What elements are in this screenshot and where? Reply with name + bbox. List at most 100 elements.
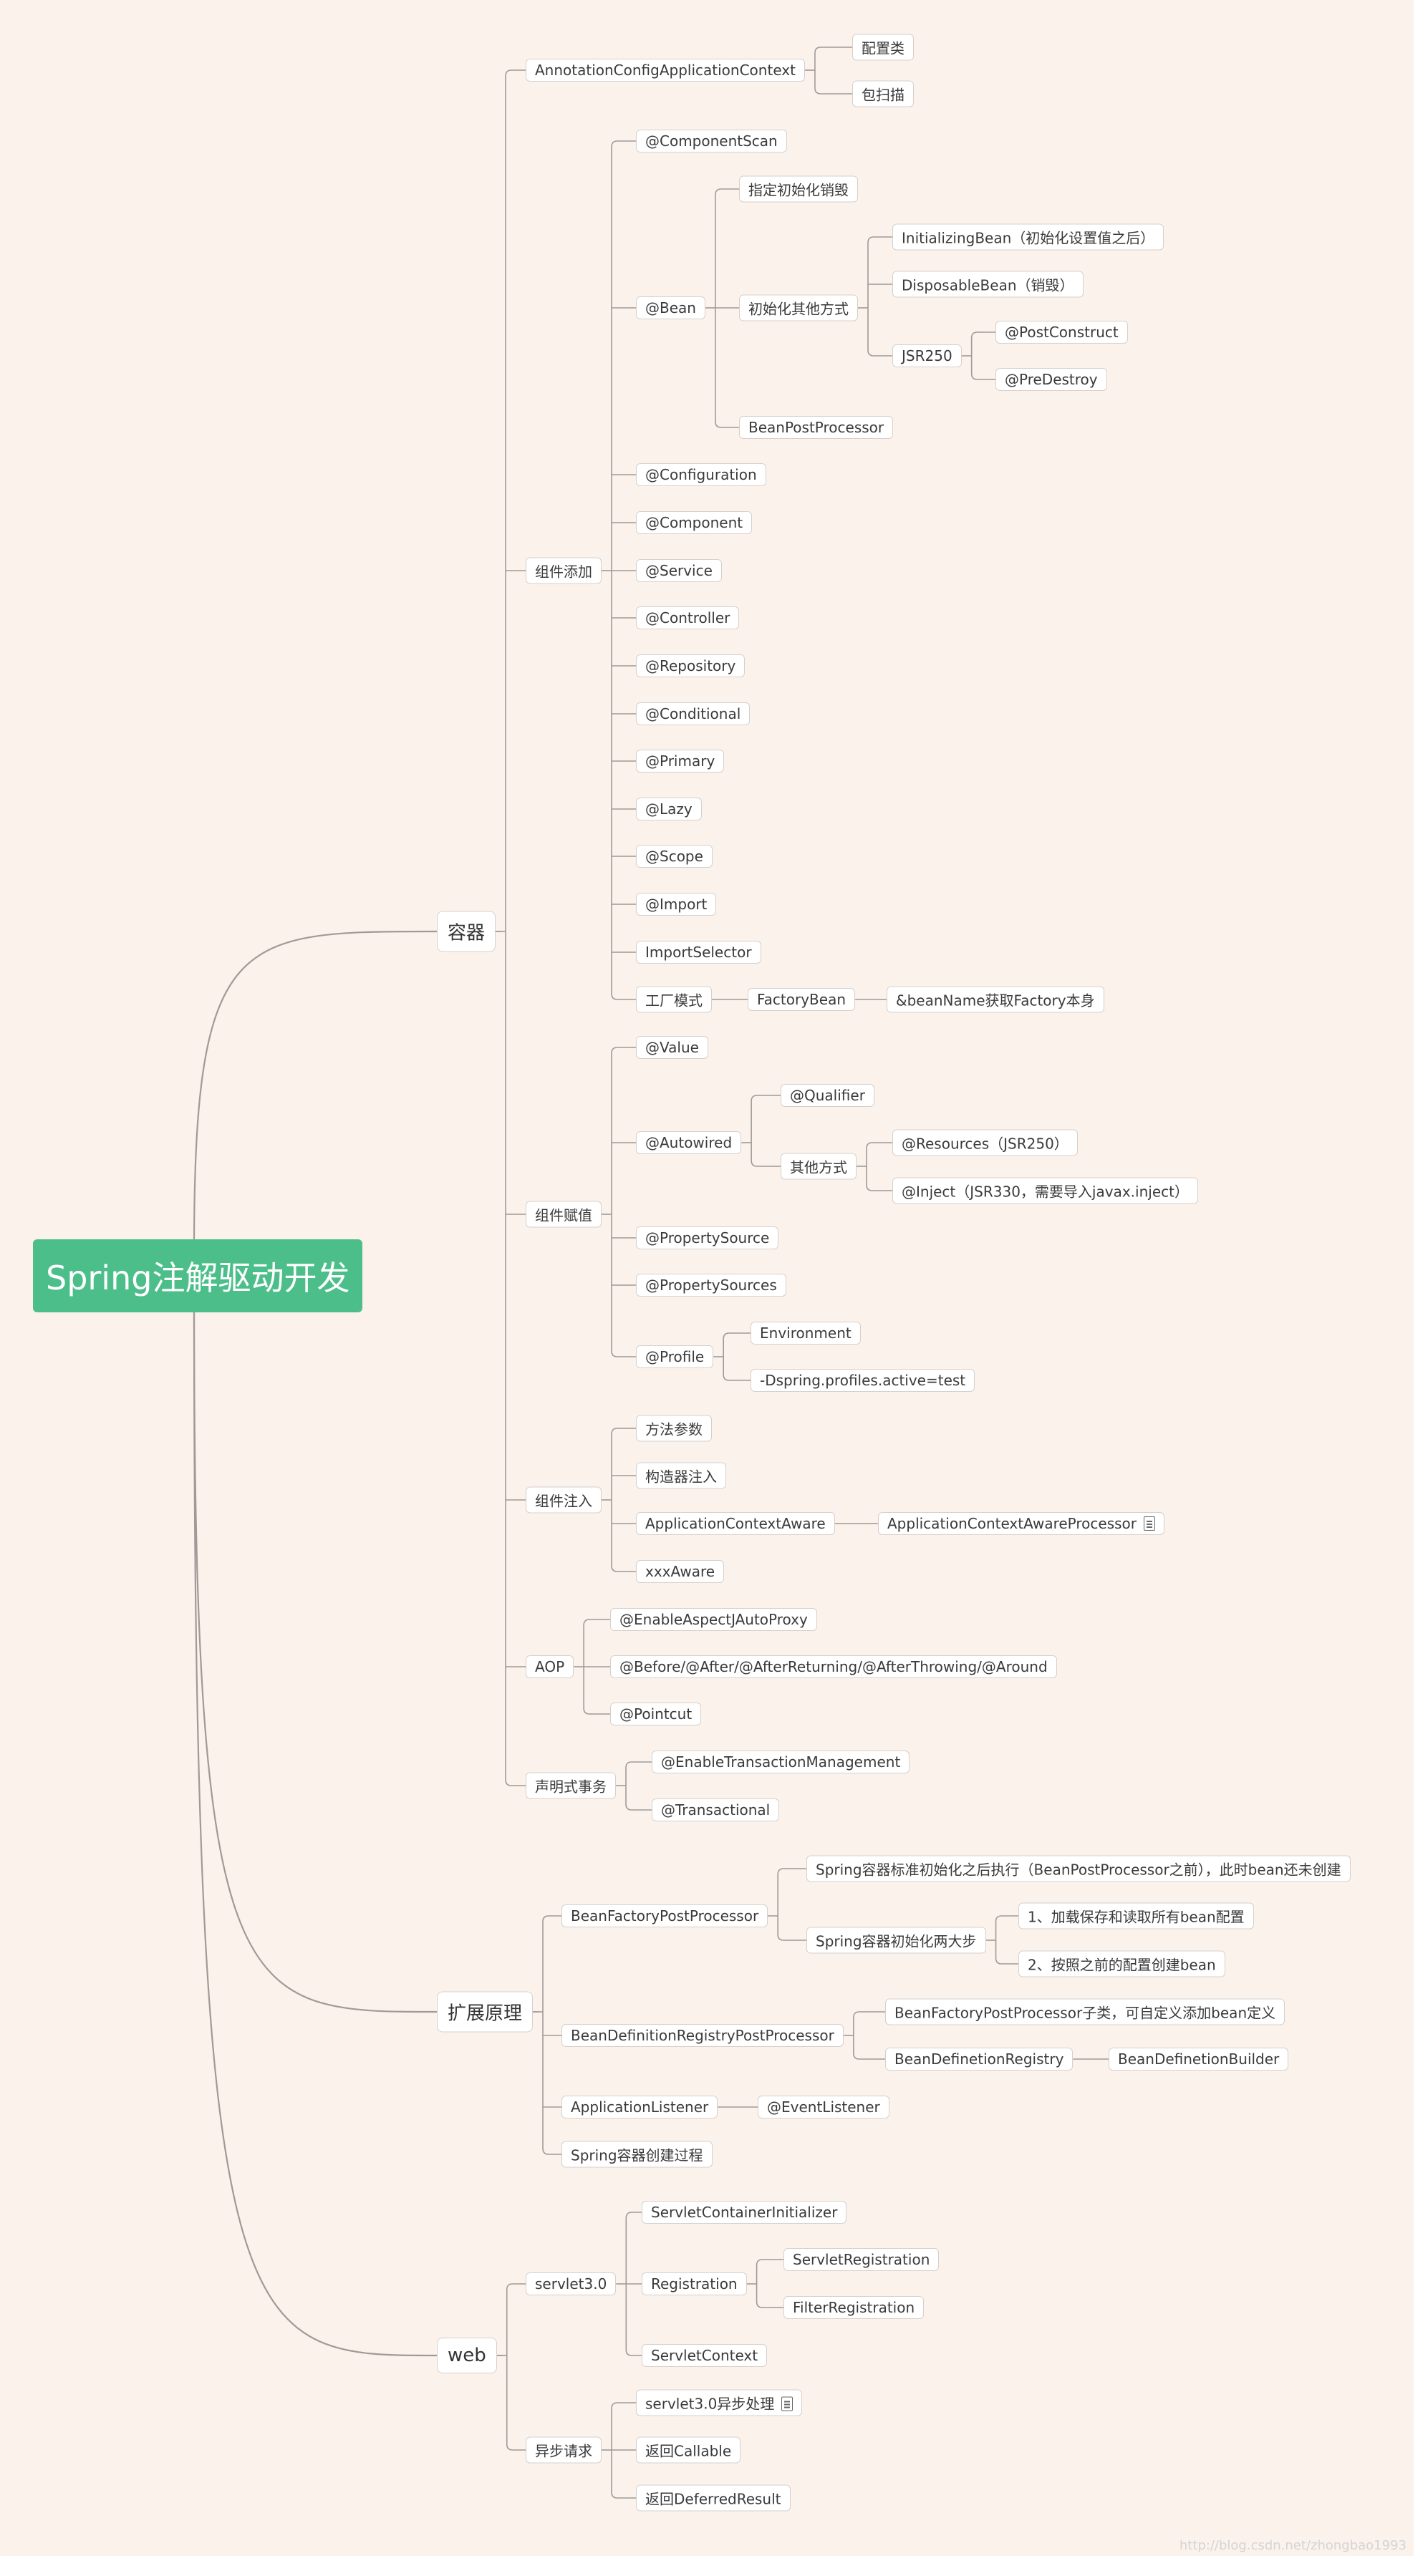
connector-line — [867, 349, 892, 357]
mindmap-node-0-2-2-propertysource[interactable]: @PropertySource — [636, 1226, 779, 1249]
node-label: BeanDefinetionRegistry — [894, 2050, 1064, 2068]
connector-line — [611, 993, 636, 1000]
mindmap-node-0-1-1-1-1-disposablebean[interactable]: DisposableBean（销毁） — [892, 271, 1084, 298]
mindmap-node-0-4-0-enableaspectjautoproxy[interactable]: @EnableAspectJAutoProxy — [610, 1608, 817, 1631]
mindmap-node-0-1-5-controller[interactable]: @Controller — [636, 606, 740, 629]
connector-line — [970, 331, 995, 339]
mindmap-node-0-1-11-import[interactable]: @Import — [636, 893, 717, 916]
mindmap-node-1-0-0-spring-beanpostprocessor-bean[interactable]: Spring容器标准初始化之后执行（BeanPostProcessor之前），此… — [806, 1855, 1351, 1882]
mindmap-node-0-1-13-0-factorybean[interactable]: FactoryBean — [748, 988, 856, 1011]
mindmap-node-0-0-1-cn[interactable]: 包扫描 — [852, 80, 914, 107]
node-label: BeanFactoryPostProcessor — [571, 1907, 759, 1924]
node-label: servlet3.0 — [535, 2275, 607, 2292]
mindmap-node-0-3-3-xxxaware[interactable]: xxxAware — [636, 1560, 725, 1583]
node-label: 指定初始化销毁 — [748, 181, 849, 199]
mindmap-node-0-1-7-conditional[interactable]: @Conditional — [636, 702, 751, 725]
mindmap-node-0-1-13-0-0-beanname-factory[interactable]: &beanName获取Factory本身 — [887, 986, 1104, 1013]
mindmap-node-0-1-10-scope[interactable]: @Scope — [636, 845, 713, 868]
mindmap-node-0-1-4-service[interactable]: @Service — [636, 559, 722, 582]
note-icon[interactable] — [781, 2396, 793, 2411]
mindmap-node-0-2-3-propertysources[interactable]: @PropertySources — [636, 1274, 786, 1297]
mindmap-node-2-1-2-deferredresult[interactable]: 返回DeferredResult — [636, 2484, 791, 2512]
node-label: @Pointcut — [619, 1705, 693, 1723]
node-label: @Profile — [645, 1348, 705, 1365]
mindmap-node-2-0-1-0-servletregistration[interactable]: ServletRegistration — [783, 2248, 940, 2271]
connector-line — [814, 87, 852, 95]
root-node[interactable]: Spring注解驱动开发 — [33, 1239, 363, 1312]
mindmap-node-0-2-1-1-1-inject-jsr330-javax-inject[interactable]: @Inject（JSR330，需要导入javax.inject） — [892, 1177, 1198, 1204]
mindmap-node-0-1-2-configuration[interactable]: @Configuration — [636, 463, 766, 486]
mindmap-node-2-0-0-servletcontainerinitializer[interactable]: ServletContainerInitializer — [642, 2201, 847, 2224]
mindmap-node-0-3-0-cn[interactable]: 方法参数 — [636, 1415, 712, 1442]
mindmap-node-0-5-cn[interactable]: 声明式事务 — [526, 1772, 616, 1799]
mindmap-node-0-1-8-primary[interactable]: @Primary — [636, 750, 725, 773]
mindmap-node-0-1-1-1-cn[interactable]: 初始化其他方式 — [739, 294, 858, 321]
mindmap-node-0-0-0-cn[interactable]: 配置类 — [852, 34, 914, 61]
mindmap-node-1-0-beanfactorypostprocessor[interactable]: BeanFactoryPostProcessor — [561, 1904, 768, 1927]
mindmap-node-0-5-0-enabletransactionmanagement[interactable]: @EnableTransactionManagement — [652, 1751, 910, 1773]
mindmap-node-0-3-2-0-applicationcontextawareprocessor[interactable]: ApplicationContextAwareProcessor — [878, 1512, 1164, 1535]
mindmap-node-2-web[interactable]: web — [437, 2338, 497, 2373]
mindmap-node-0-1-1-1-0-initializingbean[interactable]: InitializingBean（初始化设置值之后） — [892, 223, 1164, 251]
connector-line — [625, 1761, 652, 1768]
mindmap-node-1-0-1-0-1-bean[interactable]: 1、加载保存和读取所有bean配置 — [1018, 1902, 1254, 1929]
mindmap-node-0-1-6-repository[interactable]: @Repository — [636, 654, 746, 677]
mindmap-node-1-2-0-eventlistener[interactable]: @EventListener — [758, 2096, 889, 2119]
mindmap-node-0-1-9-lazy[interactable]: @Lazy — [636, 798, 702, 820]
node-label: BeanPostProcessor — [748, 419, 884, 436]
node-label: 方法参数 — [645, 1420, 703, 1438]
mindmap-node-1-1-beandefinitionregistrypostprocessor[interactable]: BeanDefinitionRegistryPostProcessor — [561, 2024, 844, 2047]
mindmap-node-0-4-aop[interactable]: AOP — [526, 1655, 574, 1678]
mindmap-node-0-1-1-1-2-jsr250[interactable]: JSR250 — [892, 344, 962, 367]
mindmap-node-0-2-4-profile[interactable]: @Profile — [636, 1345, 714, 1368]
mindmap-node-0-3-1-cn[interactable]: 构造器注入 — [636, 1462, 726, 1489]
mindmap-node-0-cn[interactable]: 容器 — [437, 911, 496, 952]
mindmap-node-0-1-12-importselector[interactable]: ImportSelector — [636, 941, 761, 964]
mindmap-node-0-2-4-1-dspring-profiles-active-test[interactable]: -Dspring.profiles.active=test — [751, 1369, 975, 1392]
mindmap-node-1-0-1-1-2-bean[interactable]: 2、按照之前的配置创建bean — [1018, 1950, 1225, 1977]
mindmap-node-0-1-3-component[interactable]: @Component — [636, 511, 753, 534]
mindmap-node-0-1-1-1-2-0-postconstruct[interactable]: @PostConstruct — [995, 321, 1128, 344]
mindmap-node-1-2-applicationlistener[interactable]: ApplicationListener — [561, 2096, 718, 2119]
mindmap-node-2-0-1-registration[interactable]: Registration — [642, 2272, 747, 2295]
mindmap-node-0-1-cn[interactable]: 组件添加 — [526, 557, 602, 584]
node-label: @Before/@After/@AfterReturning/@AfterThr… — [619, 1658, 1048, 1675]
mindmap-node-0-2-1-0-qualifier[interactable]: @Qualifier — [781, 1084, 874, 1107]
mindmap-node-1-1-1-beandefinetionregistry[interactable]: BeanDefinetionRegistry — [885, 2048, 1074, 2071]
mindmap-node-1-1-0-beanfactorypostprocessor-bean[interactable]: BeanFactoryPostProcessor子类，可自定义添加bean定义 — [885, 1998, 1285, 2025]
note-icon[interactable] — [1144, 1516, 1155, 1531]
mindmap-node-2-0-1-1-filterregistration[interactable]: FilterRegistration — [783, 2296, 925, 2319]
mindmap-node-0-3-2-applicationcontextaware[interactable]: ApplicationContextAware — [636, 1512, 835, 1535]
mindmap-node-1-cn[interactable]: 扩展原理 — [437, 1991, 534, 2033]
mindmap-node-2-1-1-callable[interactable]: 返回Callable — [636, 2436, 741, 2464]
mindmap-node-1-1-1-0-beandefinetionbuilder[interactable]: BeanDefinetionBuilder — [1109, 2048, 1289, 2071]
mindmap-node-0-1-0-componentscan[interactable]: @ComponentScan — [636, 130, 787, 152]
node-label: @Primary — [645, 752, 715, 770]
mindmap-node-0-2-0-value[interactable]: @Value — [636, 1036, 708, 1059]
node-label: ImportSelector — [645, 944, 752, 961]
mindmap-node-0-4-2-pointcut[interactable]: @Pointcut — [610, 1703, 702, 1725]
mindmap-node-0-1-13-cn[interactable]: 工厂模式 — [636, 986, 712, 1013]
mindmap-node-0-2-1-1-0-resources-jsr250[interactable]: @Resources（JSR250） — [892, 1129, 1078, 1156]
connector-line — [611, 2492, 636, 2499]
mindmap-node-0-1-1-2-beanpostprocessor[interactable]: BeanPostProcessor — [739, 416, 894, 439]
mindmap-node-0-1-1-bean[interactable]: @Bean — [636, 296, 705, 319]
mindmap-node-2-0-2-servletcontext[interactable]: ServletContext — [642, 2344, 768, 2367]
mindmap-node-0-4-1-before-after-afterreturning-afterthrowing-around[interactable]: @Before/@After/@AfterReturning/@AfterThr… — [610, 1655, 1057, 1678]
mindmap-node-0-2-1-autowired[interactable]: @Autowired — [636, 1131, 742, 1154]
mindmap-node-0-1-1-0-cn[interactable]: 指定初始化销毁 — [739, 175, 858, 203]
mindmap-node-0-3-cn[interactable]: 组件注入 — [526, 1486, 602, 1514]
mindmap-node-2-1-0-servlet3-0[interactable]: servlet3.0异步处理 — [636, 2389, 803, 2416]
mindmap-node-0-2-cn[interactable]: 组件赋值 — [526, 1201, 602, 1228]
mindmap-node-1-0-1-spring[interactable]: Spring容器初始化两大步 — [806, 1927, 986, 1954]
mindmap-node-0-2-1-1-cn[interactable]: 其他方式 — [781, 1153, 857, 1180]
mindmap-node-2-1-cn[interactable]: 异步请求 — [526, 2436, 602, 2464]
mindmap-node-0-5-1-transactional[interactable]: @Transactional — [652, 1798, 780, 1821]
mindmap-node-0-1-1-1-2-1-predestroy[interactable]: @PreDestroy — [995, 368, 1107, 391]
connector-line — [625, 2212, 642, 2219]
mindmap-node-0-0-annotationconfigapplicationcontext[interactable]: AnnotationConfigApplicationContext — [526, 59, 805, 82]
mindmap-node-0-2-4-0-environment[interactable]: Environment — [751, 1322, 861, 1345]
mindmap-node-1-3-spring[interactable]: Spring容器创建过程 — [561, 2141, 713, 2168]
mindmap-node-2-0-servlet3-0[interactable]: servlet3.0 — [526, 2272, 617, 2295]
